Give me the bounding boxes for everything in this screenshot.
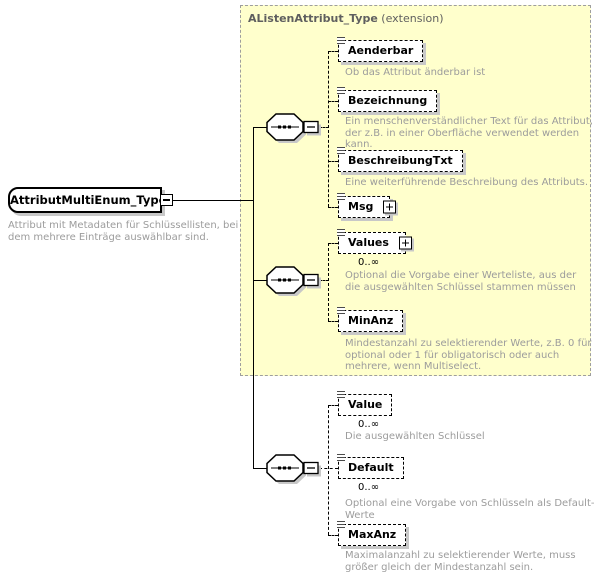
element-content-icon <box>337 37 345 44</box>
element-box-msg[interactable]: Msg <box>337 193 397 218</box>
sequence-compositor-icon[interactable] <box>266 454 322 488</box>
connector-line <box>328 405 329 535</box>
connector-line <box>319 280 329 281</box>
connector-line <box>328 161 338 162</box>
element-annotation: Ob das Attribut änderbar ist <box>345 67 486 78</box>
cardinality-label: 0..∞ <box>358 257 380 268</box>
root-element-annotation: Attribut mit Metadaten für Schlüssellist… <box>8 220 239 243</box>
element-box-beschreibungtxt[interactable]: BeschreibungTxt <box>337 147 463 172</box>
connector-line <box>328 207 338 208</box>
expand-button[interactable] <box>383 200 397 214</box>
element-label: Bezeichnung <box>348 94 428 107</box>
connector-line <box>253 127 254 468</box>
cardinality-label: 0..∞ <box>358 419 380 430</box>
cardinality-label: 0..∞ <box>358 482 380 493</box>
element-box-maxanz[interactable]: MaxAnz <box>337 521 407 546</box>
element-annotation: Eine weiterführende Beschreibung des Att… <box>345 177 589 188</box>
connector-line <box>328 535 338 536</box>
element-content-icon <box>337 454 345 461</box>
connector-line <box>328 243 329 321</box>
element-content-icon <box>337 391 345 398</box>
connector-line <box>328 243 338 244</box>
element-content-icon <box>337 193 345 200</box>
element-content-icon <box>337 87 345 94</box>
root-element-label: AttributMultiEnum_Type <box>10 193 167 207</box>
element-box-default[interactable]: Default <box>337 454 407 482</box>
element-label: MinAnz <box>348 314 394 327</box>
root-element-box[interactable]: AttributMultiEnum_Type <box>8 187 173 213</box>
element-annotation: Optional die Vorgabe einer Werteliste, a… <box>345 270 577 293</box>
element-annotation: Optional eine Vorgabe von Schlüsseln als… <box>345 498 595 521</box>
element-box-value[interactable]: Value <box>337 391 396 419</box>
extension-container: AListenAttribut_Type (extension) <box>240 5 591 376</box>
connector-line <box>319 127 329 128</box>
element-box-values[interactable]: Values <box>337 229 412 257</box>
element-box-minanz[interactable]: MinAnz <box>337 307 404 332</box>
element-annotation: Die ausgewählten Schlüssel <box>345 431 485 442</box>
connector-line <box>328 51 329 207</box>
element-label: Value <box>348 398 383 411</box>
element-annotation: Ein menschenverständlicher Text für das … <box>345 116 593 150</box>
connector-line <box>253 280 267 281</box>
element-content-icon <box>337 521 345 528</box>
sequence-compositor-icon[interactable] <box>266 113 322 147</box>
element-content-icon <box>337 229 345 236</box>
element-label: Aenderbar <box>348 44 414 57</box>
extension-title: AListenAttribut_Type (extension) <box>248 12 444 25</box>
extension-suffix: (extension) <box>377 12 444 25</box>
collapse-button[interactable] <box>160 194 173 206</box>
connector-line <box>166 200 253 201</box>
element-box-bezeichnung[interactable]: Bezeichnung <box>337 87 438 112</box>
expand-button[interactable] <box>398 236 412 250</box>
element-annotation: Mindestanzahl zu selektierender Werte, z… <box>345 338 592 372</box>
connector-line <box>328 405 338 406</box>
element-label: BeschreibungTxt <box>348 154 453 167</box>
element-label: MaxAnz <box>348 528 397 541</box>
element-label: Values <box>348 236 389 249</box>
extension-type-name: AListenAttribut_Type <box>248 12 378 25</box>
element-content-icon <box>337 147 345 154</box>
element-box-aenderbar[interactable]: Aenderbar <box>337 37 424 62</box>
element-annotation: Maximalanzahl zu selektierender Werte, m… <box>345 550 576 573</box>
connector-line <box>253 468 267 469</box>
element-content-icon <box>337 307 345 314</box>
connector-line <box>328 101 338 102</box>
connector-line <box>253 127 267 128</box>
sequence-compositor-icon[interactable] <box>266 266 322 300</box>
element-label: Default <box>348 461 394 474</box>
connector-line <box>328 321 338 322</box>
element-label: Msg <box>348 200 374 213</box>
connector-line <box>328 51 338 52</box>
